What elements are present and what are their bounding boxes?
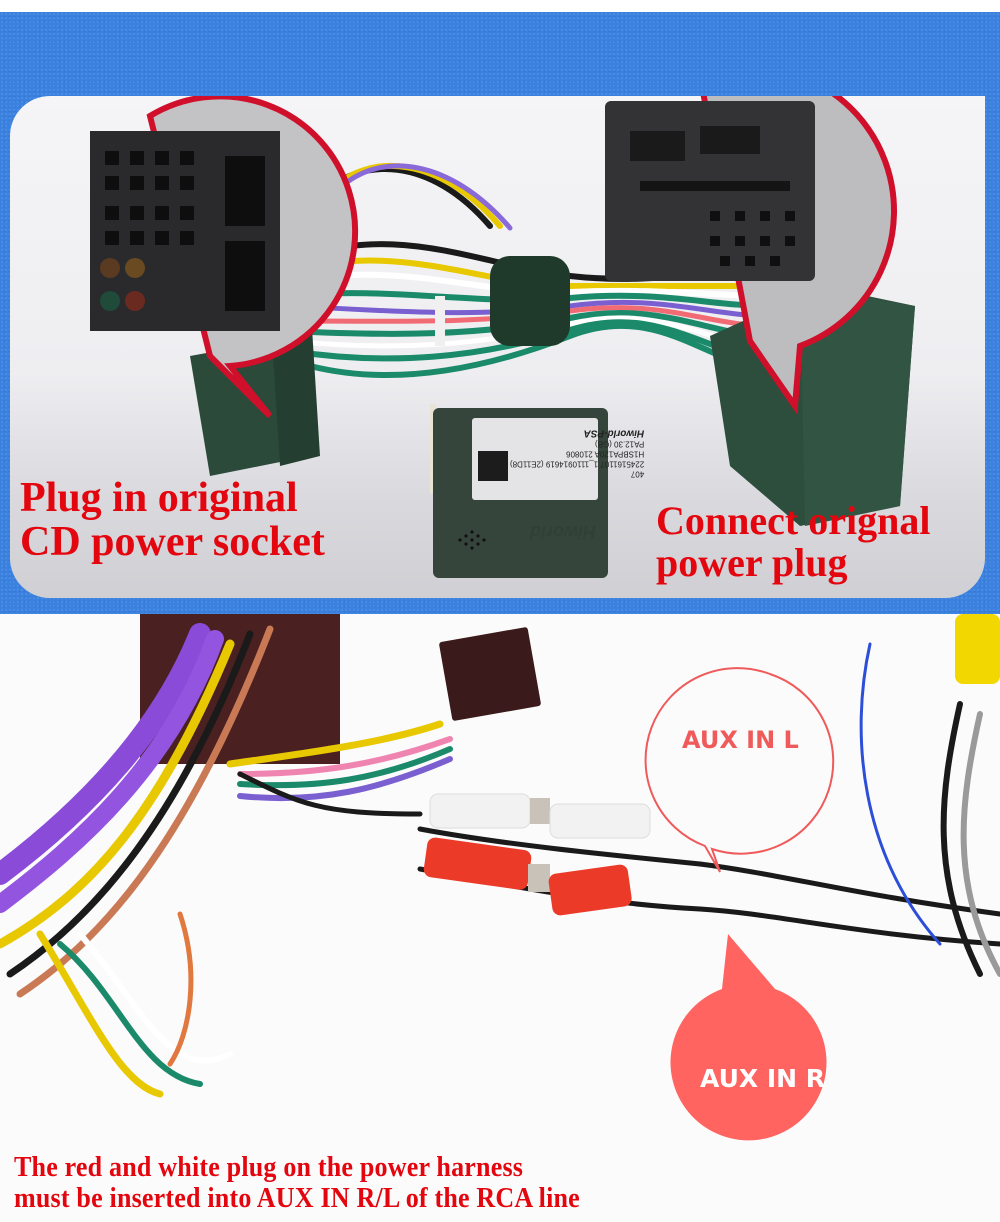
label-line: Hiworld-PSA bbox=[583, 427, 645, 439]
yellow-rca-plug bbox=[955, 614, 1000, 684]
label-line: 407 bbox=[630, 469, 645, 479]
caption-line: power plug bbox=[656, 540, 848, 585]
cable-tie bbox=[435, 296, 445, 346]
brand-logo: Hiworld bbox=[530, 522, 596, 542]
aux-in-r-callout bbox=[670, 934, 827, 1141]
caption-line: CD power socket bbox=[20, 519, 325, 566]
white-rca-plug bbox=[429, 793, 651, 839]
harness-illustration bbox=[90, 96, 915, 578]
wire-bundle bbox=[0, 623, 1000, 1098]
rca-illustration bbox=[0, 614, 1000, 1141]
caption-line: must be inserted into AUX IN R/L of the … bbox=[14, 1183, 580, 1215]
label-line: H1SBPA120A 210806 bbox=[566, 449, 645, 459]
caption-rca-instruction: The red and white plug on the power harn… bbox=[14, 1152, 580, 1215]
aux-in-r-label: AUX IN R bbox=[700, 1064, 826, 1093]
red-rca-plug bbox=[423, 837, 632, 916]
decoder-module bbox=[430, 404, 608, 578]
qr-code bbox=[478, 451, 508, 481]
caption-line: Plug in original bbox=[20, 475, 298, 521]
top-margin bbox=[0, 0, 1000, 12]
caption-line: The red and white plug on the power harn… bbox=[14, 1152, 524, 1183]
rca-harness-photo bbox=[0, 614, 1000, 1222]
label-line: 2245161107 1_1110914619 (2E11D8) bbox=[510, 459, 645, 469]
left-magnifier bbox=[90, 96, 359, 419]
right-magnifier bbox=[605, 96, 897, 415]
module-label: 407 2245161107 1_1110914619 (2E11D8) H1S… bbox=[510, 426, 644, 479]
caption-line: Connect orignal bbox=[656, 498, 931, 543]
fabric-tape bbox=[490, 256, 570, 346]
harness-photo-card: 407 2245161107 1_1110914619 (2E11D8) H1S… bbox=[10, 96, 985, 598]
aux-in-l-callout bbox=[644, 667, 835, 873]
label-line: PA12.30 (GB) bbox=[594, 439, 645, 449]
caption-plug-in-cd-socket: Plug in original CD power socket bbox=[20, 476, 325, 564]
iso-connector bbox=[439, 627, 541, 721]
speaker-grille-icon bbox=[458, 530, 486, 550]
caption-connect-power-plug: Connect orignal power plug bbox=[656, 500, 930, 584]
aux-in-l-label: AUX IN L bbox=[682, 726, 799, 754]
